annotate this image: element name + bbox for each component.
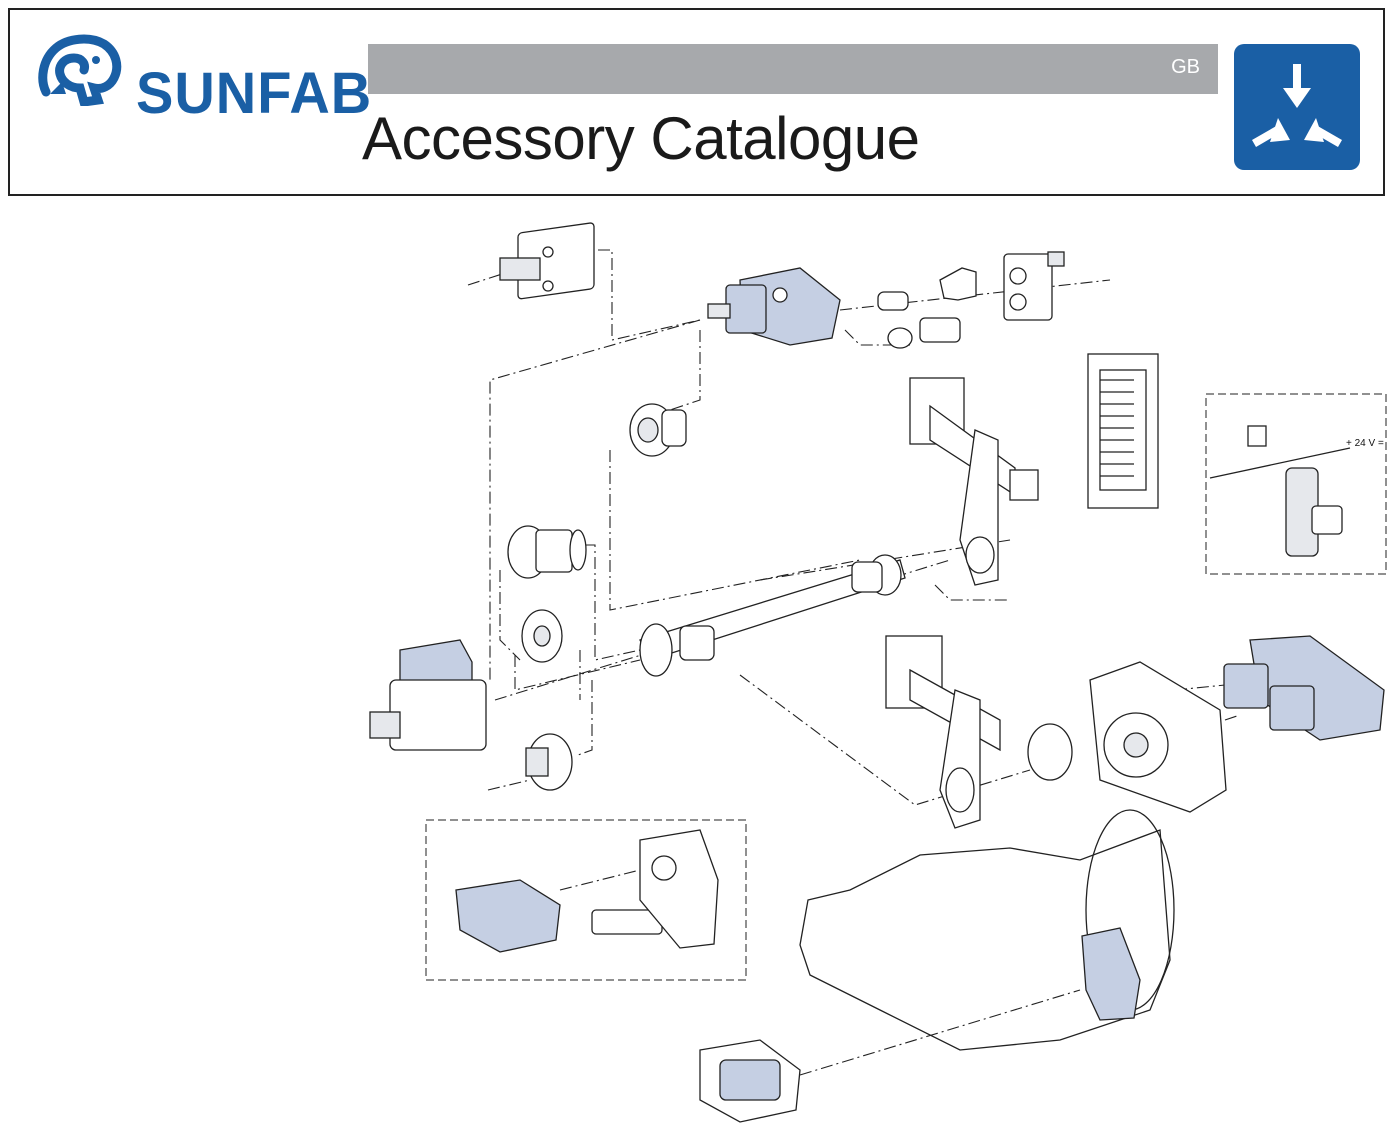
accessory-exploded-diagram: .ln { fill: none; stroke: #222; stroke-w… [369,222,1387,1123]
pto-pump-box [425,819,747,981]
mounting-bracket-lower [885,635,1001,829]
hydraulic-pump-bottom [699,1039,801,1123]
converging-arrows-icon [1234,44,1360,170]
voltage-label: + 24 V = [1346,438,1384,449]
drive-motor-left [369,639,487,751]
solenoid-valve-box: + 24 V = [1205,393,1387,575]
brand-wordmark: SUNFAB [136,59,373,126]
language-band: GB [368,44,1218,94]
gearbox-with-pumps [1027,635,1385,813]
language-code: GB [1171,56,1200,78]
ram-logo-icon [38,34,122,108]
fittings-group [877,251,1065,349]
page-title: Accessory Catalogue [362,105,920,172]
catalogue-header: SUNFAB GB Accessory Catalogue [8,8,1385,196]
hydraulic-pump-top [707,267,841,346]
wiring-diagram-box [1087,353,1159,509]
mounting-bracket-upper [909,377,1039,586]
sunfab-logo: SUNFAB [36,30,371,126]
adapter-flange-top [499,222,595,300]
engine-outline [799,809,1175,1051]
coupling-flange-small [629,403,687,457]
cardan-drive-shaft [639,554,906,677]
coupling-flanges-left [507,525,587,791]
